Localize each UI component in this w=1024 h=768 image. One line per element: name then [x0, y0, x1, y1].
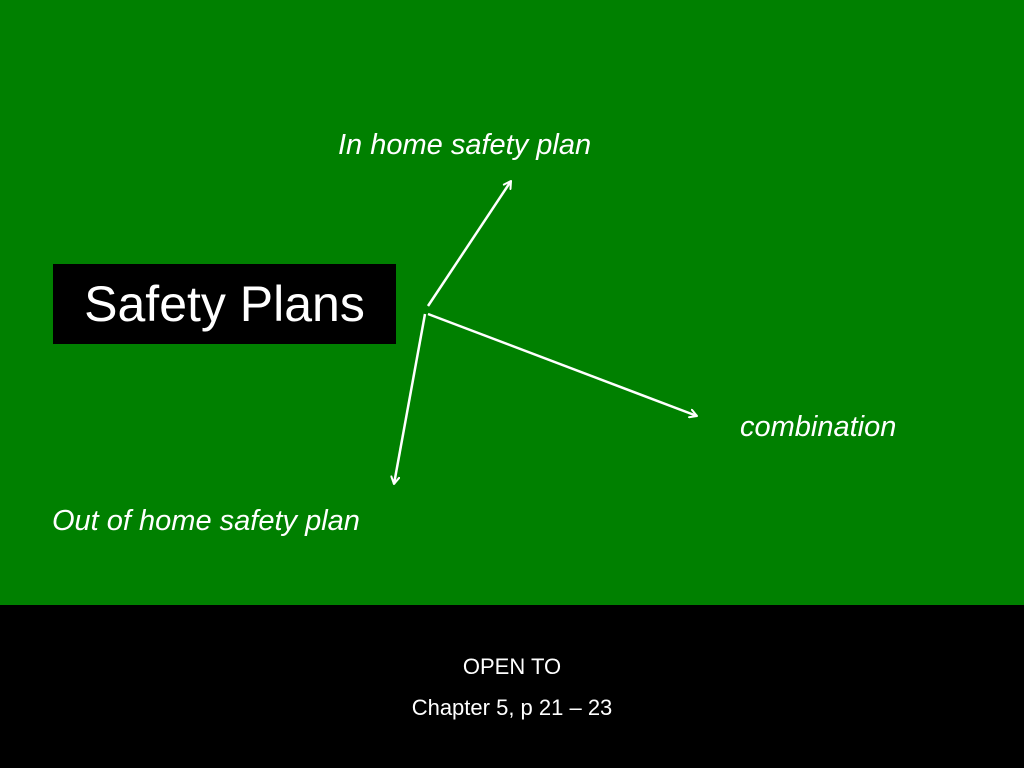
branch-label-in-home: In home safety plan: [338, 129, 592, 161]
arrow-to-out-of-home: [390, 313, 427, 485]
footer-chapter-reference: Chapter 5, p 21 – 23: [411, 695, 613, 720]
footer-open-to: OPEN TO: [462, 654, 562, 679]
branch-label-out-of-home: Out of home safety plan: [52, 505, 360, 537]
arrows-layer: [390, 180, 698, 485]
arrow-to-in-home: [426, 180, 513, 307]
slide-title: Safety Plans: [84, 276, 365, 332]
title-box: Safety Plans: [53, 264, 396, 344]
footer-band: [0, 605, 1024, 768]
branch-label-combination: combination: [740, 411, 897, 443]
arrow-to-combination: [427, 312, 698, 419]
